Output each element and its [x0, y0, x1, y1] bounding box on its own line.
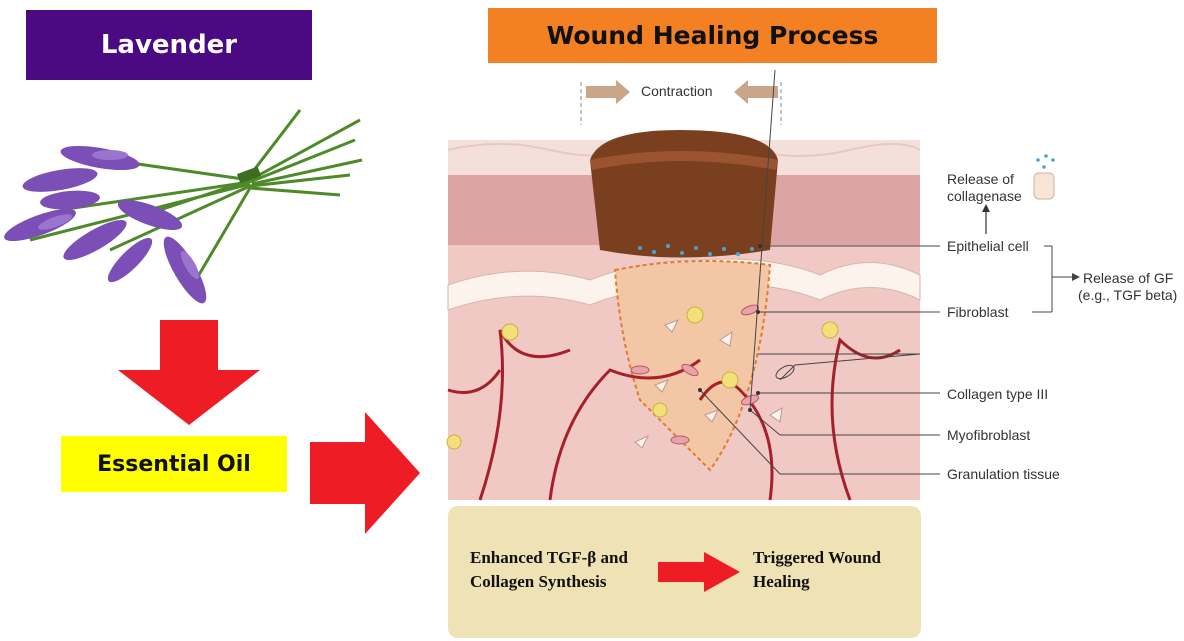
lavender-bunch-image — [0, 100, 370, 315]
collagen-type-iii-label: Collagen type III — [947, 386, 1048, 402]
triggered-healing-text: Triggered Wound Healing — [753, 546, 913, 594]
fibroblast-label: Fibroblast — [947, 304, 1008, 320]
collagenase-label-line1: Release of — [947, 171, 1014, 187]
myofibroblast-label: Myofibroblast — [947, 427, 1030, 443]
triggered-healing-line2: Healing — [753, 570, 913, 594]
collagenase-vial-icon — [1034, 173, 1054, 199]
right-arrow-icon — [310, 412, 420, 534]
contraction-right-arrow-icon — [586, 80, 630, 104]
result-panel: Enhanced TGF-β and Collagen Synthesis Tr… — [448, 506, 921, 638]
release-gf-label-line2: (e.g., TGF beta) — [1078, 287, 1177, 303]
wound-healing-diagram — [440, 70, 1184, 502]
essential-oil-box: Essential Oil — [61, 436, 287, 492]
epithelial-cell-label: Epithelial cell — [947, 238, 1029, 254]
enhanced-tgf-text: Enhanced TGF-β and Collagen Synthesis — [470, 546, 660, 594]
enhanced-tgf-line1: Enhanced TGF-β and — [470, 546, 660, 570]
collagenase-label-line2: collagenase — [947, 188, 1022, 204]
down-arrow-icon — [118, 320, 260, 425]
lavender-title: Lavender — [26, 10, 312, 80]
wound-healing-title: Wound Healing Process — [488, 8, 937, 63]
release-gf-label-line1: Release of GF — [1083, 270, 1173, 286]
triggered-healing-line1: Triggered Wound — [753, 546, 913, 570]
panel-right-arrow-icon — [658, 552, 740, 592]
granulation-tissue-label: Granulation tissue — [947, 466, 1060, 482]
contraction-label: Contraction — [641, 83, 713, 99]
contraction-left-arrow-icon — [734, 80, 778, 104]
enhanced-tgf-line2: Collagen Synthesis — [470, 570, 660, 594]
